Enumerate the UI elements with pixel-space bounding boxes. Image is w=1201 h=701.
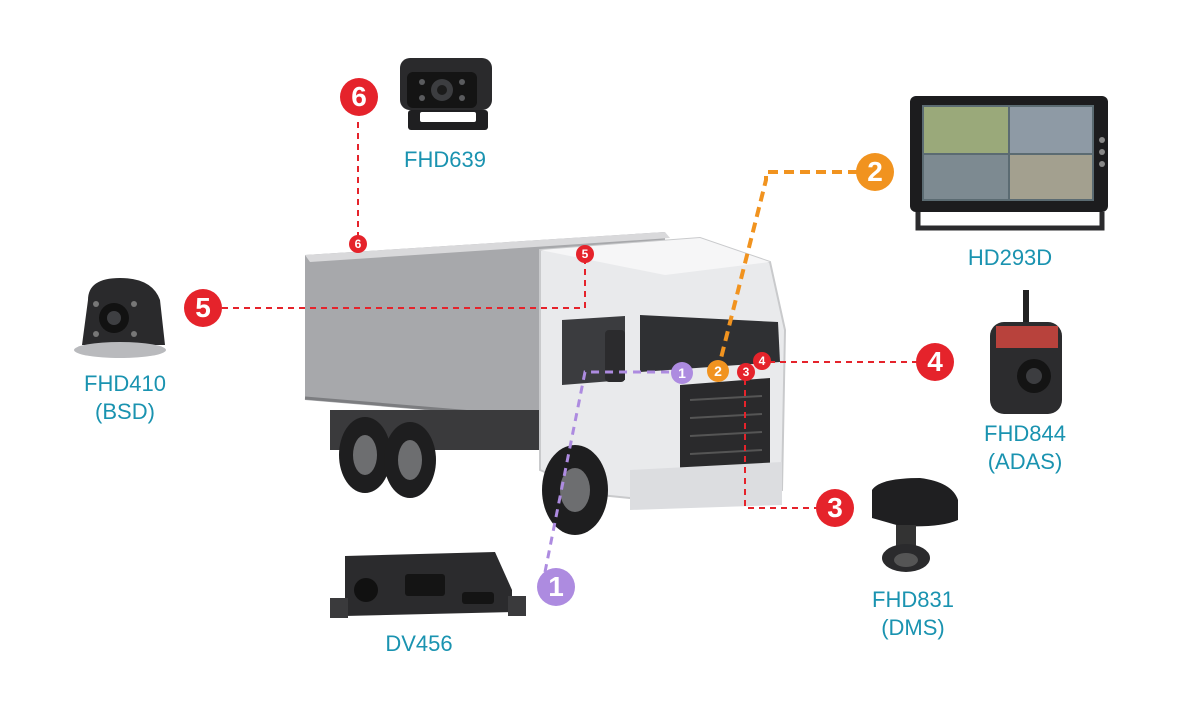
front-hub xyxy=(560,468,590,512)
dms-camera-icon xyxy=(872,478,958,572)
adas-camera-icon xyxy=(990,290,1062,414)
side-mirror xyxy=(605,330,625,382)
side-camera-icon xyxy=(74,278,166,358)
device-name: FHD831 xyxy=(872,587,954,612)
device-name: HD293D xyxy=(967,245,1053,270)
mount-6: 6 xyxy=(349,235,367,253)
label-fhd831: FHD831 (DMS) xyxy=(858,586,968,642)
label-dv456: DV456 xyxy=(364,630,474,658)
rear-hub-1 xyxy=(353,435,377,475)
mdvr-recorder-icon xyxy=(330,552,526,618)
bumper xyxy=(630,462,782,510)
badge-4: 4 xyxy=(916,343,954,381)
mount-3: 3 xyxy=(737,363,755,381)
rear-camera-icon xyxy=(400,58,492,130)
device-name: FHD639 xyxy=(404,147,486,172)
box-truck-icon xyxy=(304,232,787,535)
label-fhd844: FHD844 (ADAS) xyxy=(970,420,1080,476)
link-3 xyxy=(744,372,820,509)
cargo-box-top xyxy=(305,232,670,262)
mount-1: 1 xyxy=(671,362,693,384)
rear-hub-2 xyxy=(398,440,422,480)
link-1 xyxy=(543,370,680,573)
link-5 xyxy=(222,262,586,309)
badge-2: 2 xyxy=(856,153,894,191)
label-fhd639: FHD639 xyxy=(390,146,500,174)
cab-roof xyxy=(540,238,770,275)
badge-5: 5 xyxy=(184,289,222,327)
mount-2: 2 xyxy=(707,360,729,382)
label-fhd410: FHD410 (BSD) xyxy=(70,370,180,426)
windshield xyxy=(640,315,780,372)
badge-1: 1 xyxy=(537,568,575,606)
link-2 xyxy=(716,170,858,371)
badge-6: 6 xyxy=(340,78,378,116)
mount-5: 5 xyxy=(576,245,594,263)
device-role: (ADAS) xyxy=(987,449,1063,474)
label-hd293d: HD293D xyxy=(955,244,1065,272)
device-name: FHD844 xyxy=(984,421,1066,446)
device-role: (DMS) xyxy=(881,615,945,640)
quad-monitor-icon xyxy=(910,96,1108,231)
badge-3: 3 xyxy=(816,489,854,527)
mount-4: 4 xyxy=(753,352,771,370)
device-role: (BSD) xyxy=(95,399,155,424)
device-name: FHD410 xyxy=(84,371,166,396)
device-name: DV456 xyxy=(385,631,453,656)
